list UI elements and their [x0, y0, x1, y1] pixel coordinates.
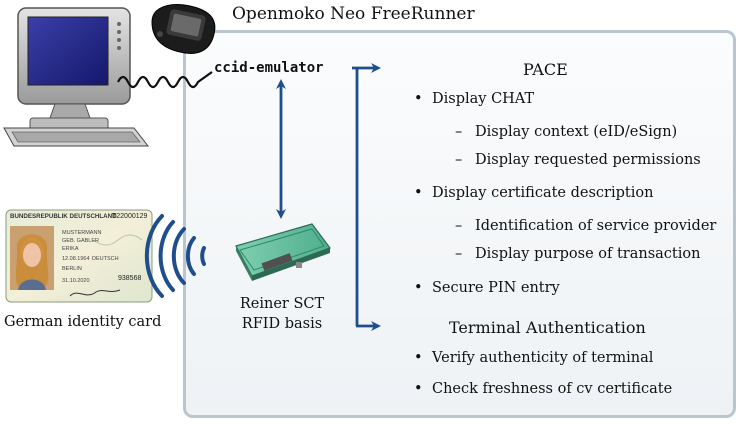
pace-item-pin: Secure PIN entry [432, 280, 560, 296]
emulator-label: ccid-emulator [214, 60, 324, 76]
pace-heading: PACE [523, 60, 568, 79]
card-birthname: GEB. GABLER [62, 238, 99, 244]
card-given: ERIKA [62, 246, 79, 252]
card-dob: 12.08.1964 [62, 256, 90, 262]
card-expiry: 31.10.2020 [62, 278, 90, 284]
phone-icon [152, 5, 215, 54]
pace-subitem: Display purpose of transaction [475, 246, 700, 262]
pace-item-certificate: Display certificate description [432, 185, 653, 201]
ta-item: Verify authenticity of terminal [432, 350, 653, 366]
pace-subitem: Display requested permissions [475, 152, 701, 168]
pace-subitem: Identification of service provider [475, 218, 716, 234]
reader-label-line2: RFID basis [226, 314, 338, 334]
card-number: T22000129 [112, 213, 148, 220]
card-label: German identity card [4, 314, 161, 330]
ta-heading: Terminal Authentication [449, 318, 646, 337]
ta-item: Check freshness of cv certificate [432, 381, 672, 397]
computer-icon [4, 8, 148, 146]
card-place: BERLIN [62, 266, 82, 272]
rfid-reader-icon [236, 224, 330, 281]
card-surname: MUSTERMANN [62, 230, 101, 236]
card-header: BUNDESREPUBLIK DEUTSCHLAND [10, 213, 117, 220]
reader-label-line1: Reiner SCT [226, 294, 338, 314]
card-nationality: DEUTSCH [92, 256, 119, 262]
connector-arrows [352, 68, 378, 326]
pace-item-display-chat: Display CHAT [432, 91, 534, 107]
reader-label: Reiner SCT RFID basis [226, 294, 338, 334]
cable-icon [118, 72, 212, 87]
pace-subitem: Display context (eID/eSign) [475, 124, 677, 140]
card-can: 938568 [118, 275, 141, 282]
rf-waves-icon [147, 216, 204, 296]
